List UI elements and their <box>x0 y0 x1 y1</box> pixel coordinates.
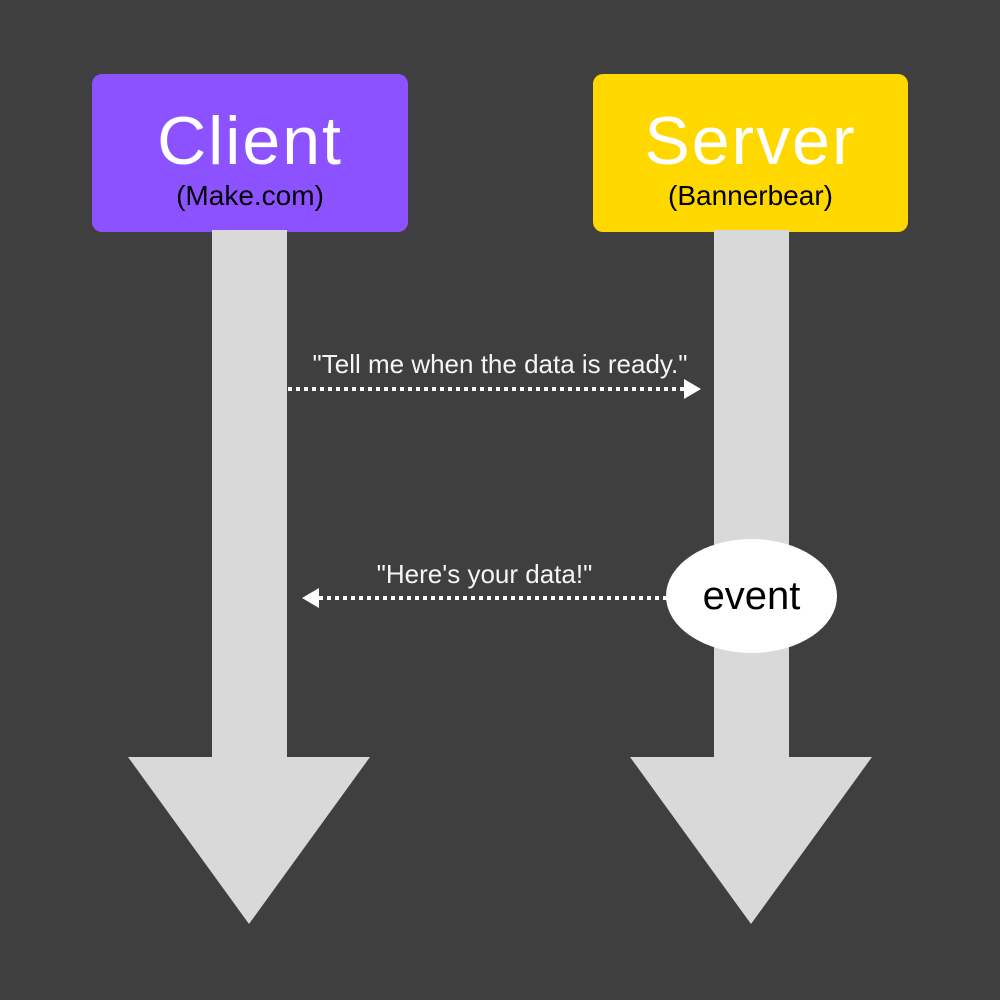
event-badge: event <box>666 539 837 653</box>
actor-box-server: Server (Bannerbear) <box>593 74 908 232</box>
server-subtitle: (Bannerbear) <box>668 179 833 211</box>
client-title: Client <box>157 102 343 179</box>
arrowhead-right-icon <box>684 379 701 399</box>
message-dotted-line-request <box>288 387 684 391</box>
message-dotted-line-response <box>319 596 667 600</box>
client-subtitle: (Make.com) <box>176 179 324 211</box>
event-badge-label: event <box>702 573 801 618</box>
actor-box-client: Client (Make.com) <box>92 74 408 232</box>
message-label-request: "Tell me when the data is ready." <box>312 349 688 379</box>
arrowhead-left-icon <box>302 588 319 608</box>
server-title: Server <box>644 102 857 179</box>
message-label-response: "Here's your data!" <box>376 559 593 589</box>
